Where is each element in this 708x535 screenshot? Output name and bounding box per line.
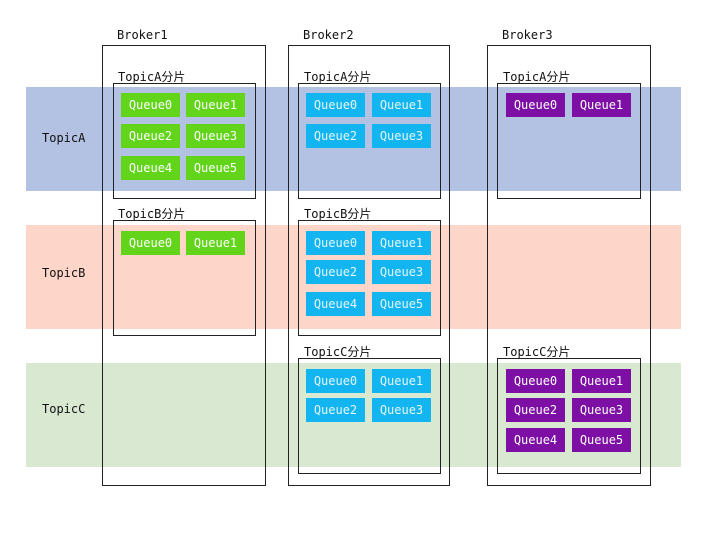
b2-topica-partition (298, 83, 441, 199)
b3-c-queue4: Queue4 (506, 428, 565, 452)
b1-a-queue4: Queue4 (121, 156, 180, 180)
b3-a-queue1: Queue1 (572, 93, 631, 117)
b3-topicc-partition (497, 358, 641, 474)
b3-c-queue1: Queue1 (572, 369, 631, 393)
topic-label-a: TopicA (42, 131, 86, 145)
b1-a-queue3: Queue3 (186, 124, 245, 148)
b3-topica-partition-title: TopicA分片 (503, 70, 571, 84)
b3-topicc-partition-title: TopicC分片 (503, 345, 571, 359)
b2-b-queue0: Queue0 (306, 231, 365, 255)
topic-label-b: TopicB (42, 266, 86, 280)
b2-topicc-partition (298, 358, 441, 474)
broker-title-2: Broker2 (303, 28, 354, 42)
topic-label-c: TopicC (42, 402, 86, 416)
b2-topicb-partition (298, 220, 441, 336)
b3-topica-partition (497, 83, 641, 199)
b2-b-queue2: Queue2 (306, 260, 365, 284)
b2-a-queue2: Queue2 (306, 124, 365, 148)
b1-b-queue1: Queue1 (186, 231, 245, 255)
b2-c-queue2: Queue2 (306, 398, 365, 422)
b1-a-queue0: Queue0 (121, 93, 180, 117)
broker-box-1 (102, 45, 266, 486)
broker-box-2 (288, 45, 450, 486)
broker-title-3: Broker3 (502, 28, 553, 42)
b2-b-queue3: Queue3 (372, 260, 431, 284)
b3-c-queue3: Queue3 (572, 398, 631, 422)
b2-c-queue0: Queue0 (306, 369, 365, 393)
b1-topicb-partition-title: TopicB分片 (118, 207, 186, 221)
broker-title-1: Broker1 (117, 28, 168, 42)
b1-topica-partition-title: TopicA分片 (118, 70, 186, 84)
b1-a-queue1: Queue1 (186, 93, 245, 117)
b2-b-queue1: Queue1 (372, 231, 431, 255)
b1-topica-partition (113, 83, 256, 199)
b1-a-queue5: Queue5 (186, 156, 245, 180)
b1-b-queue0: Queue0 (121, 231, 180, 255)
b1-a-queue2: Queue2 (121, 124, 180, 148)
b3-c-queue2: Queue2 (506, 398, 565, 422)
b3-c-queue5: Queue5 (572, 428, 631, 452)
b2-b-queue5: Queue5 (372, 292, 431, 316)
b2-c-queue1: Queue1 (372, 369, 431, 393)
b2-a-queue3: Queue3 (372, 124, 431, 148)
b2-a-queue0: Queue0 (306, 93, 365, 117)
b1-topicb-partition (113, 220, 256, 336)
b2-c-queue3: Queue3 (372, 398, 431, 422)
broker-box-3 (487, 45, 651, 486)
b2-a-queue1: Queue1 (372, 93, 431, 117)
b2-topica-partition-title: TopicA分片 (304, 70, 372, 84)
b3-a-queue0: Queue0 (506, 93, 565, 117)
b2-b-queue4: Queue4 (306, 292, 365, 316)
b2-topicc-partition-title: TopicC分片 (304, 345, 372, 359)
b2-topicb-partition-title: TopicB分片 (304, 207, 372, 221)
b3-c-queue0: Queue0 (506, 369, 565, 393)
